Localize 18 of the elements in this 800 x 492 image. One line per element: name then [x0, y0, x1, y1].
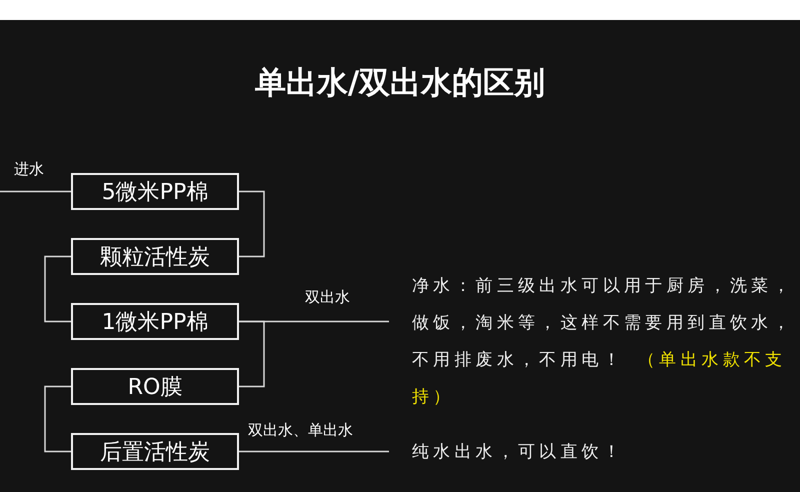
filter-box: 5微米PP棉	[71, 173, 239, 210]
edge-label: 双出水、单出水	[246, 421, 355, 440]
title: 单出水/双出水的区别	[254, 64, 546, 103]
connector-line	[44, 386, 71, 452]
connector-line	[44, 256, 71, 322]
connector-line	[239, 450, 389, 452]
filter-box: 1微米PP棉	[71, 303, 239, 340]
connector-line	[239, 190, 265, 258]
edge-label: 进水	[12, 160, 46, 179]
note-text: 净水：前三级出水可以用于厨房，洗菜，做饭，淘米等，这样不需要用到直饮水，不用排废水，不用电！ （单出水款不支持）	[405, 268, 794, 416]
connector-line	[239, 320, 389, 322]
note-text: 纯水出水，可以直饮！	[405, 434, 712, 471]
connector-line	[239, 320, 265, 388]
filter-box: 颗粒活性炭	[71, 238, 239, 275]
edge-label: 双出水	[303, 288, 352, 307]
filter-box: 后置活性炭	[71, 433, 239, 470]
filter-box: RO膜	[71, 368, 239, 405]
connector-line	[0, 190, 71, 192]
